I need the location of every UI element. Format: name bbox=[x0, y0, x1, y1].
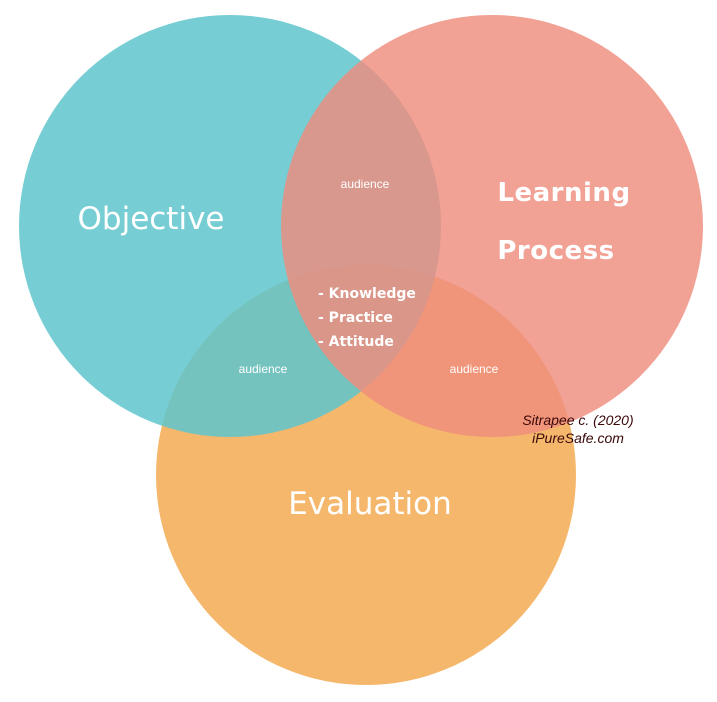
learning-process-label-line2: Process bbox=[497, 236, 614, 266]
objective-label: Objective bbox=[78, 201, 225, 237]
learning-process-label-line1: Learning bbox=[497, 178, 630, 208]
learning-process-circle bbox=[281, 15, 703, 437]
credit-site: iPureSafe.com bbox=[532, 430, 624, 446]
overlap-objective-learning-label: audience bbox=[341, 177, 390, 191]
overlap-learning-evaluation-label: audience bbox=[450, 362, 499, 376]
center-item-knowledge: - Knowledge bbox=[318, 286, 416, 302]
center-item-practice: - Practice bbox=[318, 310, 393, 326]
credit-author: Sitrapee c. (2020) bbox=[522, 412, 633, 428]
evaluation-label: Evaluation bbox=[288, 486, 452, 522]
center-item-attitude: - Attitude bbox=[318, 334, 394, 350]
overlap-objective-evaluation-label: audience bbox=[239, 362, 288, 376]
